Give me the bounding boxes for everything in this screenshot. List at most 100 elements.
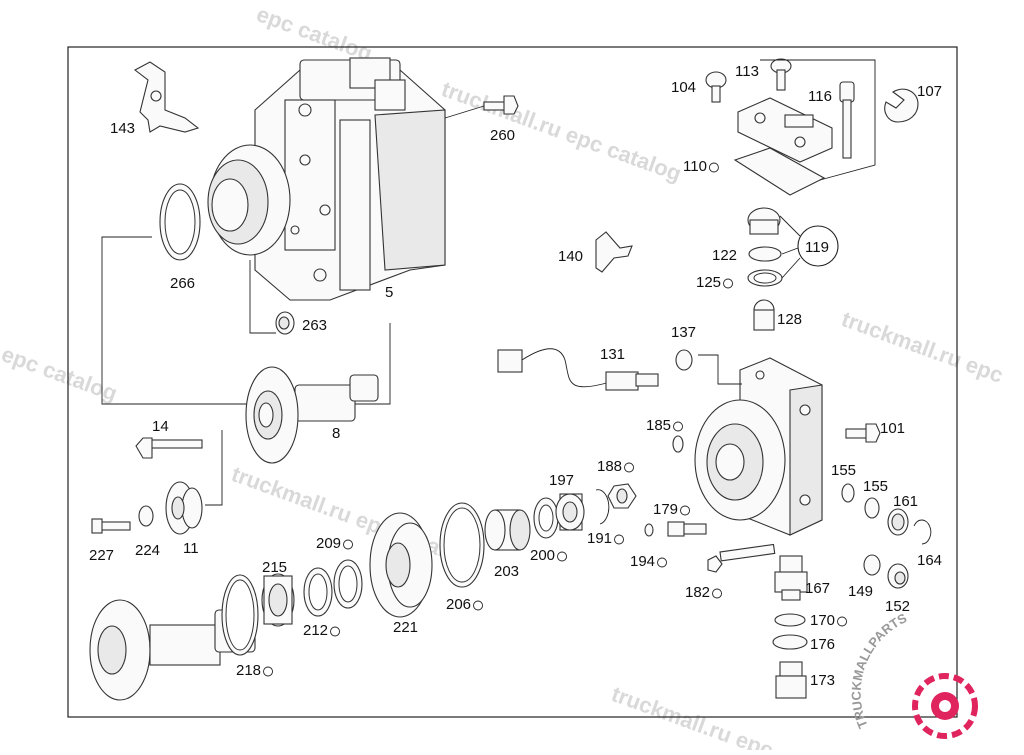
circlip-164 <box>913 519 932 545</box>
bracket-140 <box>595 231 633 273</box>
connector-173 <box>775 661 807 699</box>
label-170: 170 <box>810 612 835 629</box>
label-194: 194 <box>630 553 655 570</box>
label-227: 227 <box>89 547 114 564</box>
replacement-marker <box>624 462 634 473</box>
leader-group-137 <box>698 354 742 385</box>
label-128: 128 <box>777 311 802 328</box>
ball-bearing-197 <box>555 493 585 531</box>
label-206: 206 <box>446 596 471 613</box>
gasket-110 <box>733 147 826 196</box>
replacement-marker <box>330 626 340 637</box>
label-143: 143 <box>110 120 135 137</box>
nut-263 <box>275 311 295 335</box>
ring-122 <box>748 246 782 262</box>
svg-text:epc catalog: epc catalog <box>0 341 121 406</box>
logo-text: TRUCKMALLPARTS <box>849 610 910 730</box>
circlip-191 <box>595 489 610 525</box>
svg-text:truckmall.ru epc: truckmall.ru epc <box>608 681 776 750</box>
label-197: 197 <box>549 472 574 489</box>
replacement-marker <box>614 534 624 545</box>
label-152: 152 <box>885 598 910 615</box>
label-212: 212 <box>303 622 328 639</box>
leader-group-14 <box>205 430 223 506</box>
gear-11 <box>165 481 203 535</box>
washer-185 <box>672 435 684 453</box>
leader-group-266 <box>101 236 391 405</box>
label-209: 209 <box>316 535 341 552</box>
diagram-frame <box>67 46 958 718</box>
screw-104 <box>705 71 727 103</box>
label-11: 11 <box>183 540 199 557</box>
label-200: 200 <box>530 547 555 564</box>
label-104: 104 <box>671 79 696 96</box>
label-179: 179 <box>653 501 678 518</box>
washer-149 <box>863 554 881 576</box>
bolt-260 <box>444 95 519 119</box>
label-176: 176 <box>810 636 835 653</box>
gear-221 <box>369 512 433 618</box>
replacement-marker <box>712 588 722 599</box>
label-191: 191 <box>587 530 612 547</box>
cap-122 <box>747 207 781 235</box>
label-161: 161 <box>893 493 918 510</box>
label-164: 164 <box>917 552 942 569</box>
drive-shaft-8 <box>245 366 379 464</box>
washer-170 <box>774 613 806 627</box>
sleeve-203 <box>484 509 531 551</box>
washer-224 <box>138 505 154 527</box>
label-266: 266 <box>170 275 195 292</box>
washer-155b <box>864 497 880 519</box>
replacement-marker <box>708 162 719 173</box>
label-182: 182 <box>685 584 710 601</box>
svg-text:truckmall.ru epc catalog: truckmall.ru epc catalog <box>438 76 684 186</box>
svg-text:truckmall.ru epc catalog: truckmall.ru epc catalog <box>228 461 474 571</box>
replacement-marker <box>837 616 847 627</box>
replacement-marker <box>680 505 690 516</box>
label-5: 5 <box>385 284 393 301</box>
cover-plate <box>737 97 833 163</box>
bolt-182 <box>707 543 776 573</box>
label-173: 173 <box>810 672 835 689</box>
replacement-marker <box>723 278 733 289</box>
label-155b: 155 <box>863 478 888 495</box>
label-125: 125 <box>696 274 721 291</box>
bolt-14 <box>135 437 203 459</box>
sensor-131 <box>497 348 659 391</box>
label-149: 149 <box>848 583 873 600</box>
label-116: 116 <box>808 88 832 105</box>
bolt-179 <box>667 521 707 537</box>
label-8: 8 <box>332 425 340 442</box>
bolt-101 <box>845 423 881 443</box>
label-218: 218 <box>236 662 261 679</box>
svg-text:epc catalog: epc catalog <box>253 1 375 66</box>
label-188: 188 <box>597 458 622 475</box>
screw-113 <box>770 58 792 91</box>
bolt-227 <box>91 518 131 534</box>
plug-128 <box>753 299 775 331</box>
label-167: 167 <box>805 580 830 597</box>
label-260: 260 <box>490 127 515 144</box>
label-203: 203 <box>494 563 519 580</box>
label-155a: 155 <box>831 462 856 479</box>
label-224: 224 <box>135 542 160 559</box>
label-113: 113 <box>735 63 759 80</box>
bolt-116 <box>839 81 855 159</box>
label-122: 122 <box>712 247 737 264</box>
label-107: 107 <box>917 83 942 100</box>
label-263: 263 <box>302 317 327 334</box>
ring-176 <box>772 634 808 650</box>
filter-161 <box>887 508 909 536</box>
label-221: 221 <box>393 619 418 636</box>
label-137: 137 <box>671 324 696 341</box>
replacement-marker <box>263 666 273 677</box>
label-131: 131 <box>600 346 625 363</box>
replacement-marker <box>557 551 567 562</box>
needle-bearing-215 <box>261 573 295 627</box>
replacement-marker <box>473 600 483 611</box>
label-140: 140 <box>558 248 583 265</box>
wrench-107 <box>884 88 919 123</box>
bracket-143 <box>133 61 200 133</box>
label-185: 185 <box>646 417 671 434</box>
